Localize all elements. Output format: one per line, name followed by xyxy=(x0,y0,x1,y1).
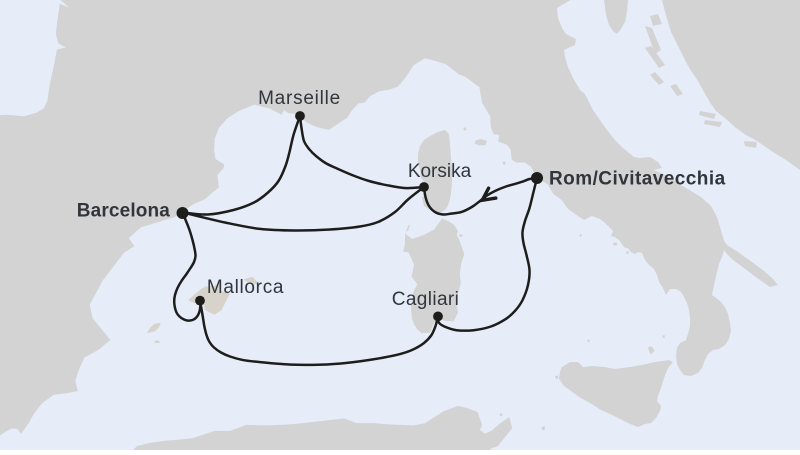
svg-text:Barcelona: Barcelona xyxy=(77,201,171,222)
svg-text:Rom/Civitavecchia: Rom/Civitavecchia xyxy=(549,169,726,190)
svg-text:Marseille: Marseille xyxy=(258,88,341,109)
svg-text:Cagliari: Cagliari xyxy=(392,289,460,310)
svg-text:Mallorca: Mallorca xyxy=(207,277,284,298)
svg-text:Korsika: Korsika xyxy=(408,161,472,182)
